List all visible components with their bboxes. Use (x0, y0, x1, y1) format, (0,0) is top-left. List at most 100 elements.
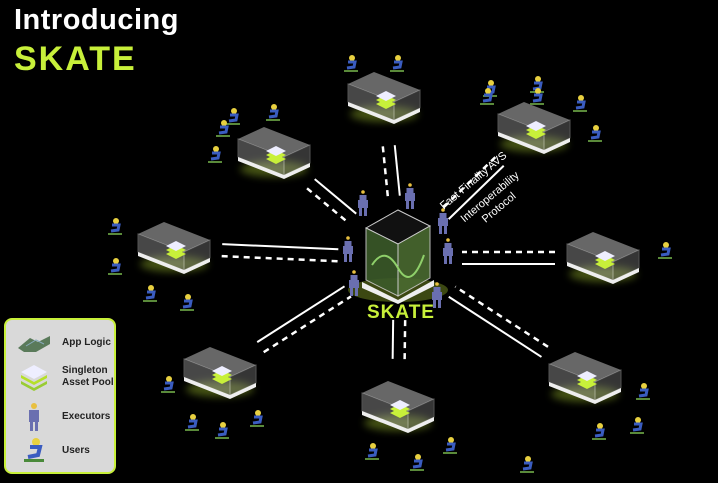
user-board (108, 233, 122, 235)
connection-solid-line (391, 319, 395, 359)
user-body (522, 461, 533, 471)
user-board (573, 110, 587, 112)
user-skater-icon (250, 410, 264, 427)
user-board (480, 103, 494, 105)
user-skater-icon (480, 88, 494, 105)
user-head (221, 120, 227, 126)
executor-body (443, 248, 453, 256)
cube-base (362, 280, 434, 304)
user-board (215, 437, 229, 439)
user-head (593, 125, 599, 131)
user-skater-icon (530, 88, 544, 105)
user-board (636, 398, 650, 400)
user-head (641, 383, 647, 389)
user-board (520, 471, 534, 473)
app-glass-box (237, 127, 311, 179)
legend-item-executors: Executors (14, 402, 110, 432)
executor-leg (438, 300, 441, 308)
app-glass-box (137, 222, 211, 274)
user-head (663, 242, 669, 248)
box-top (138, 222, 210, 252)
executor-head (406, 188, 414, 193)
user-skater-icon (443, 437, 457, 454)
app-logic-wave (371, 254, 425, 278)
user-board (588, 140, 602, 142)
user-skater-icon (390, 55, 404, 72)
user-head (213, 146, 219, 152)
user-body (412, 459, 423, 469)
executor-body (349, 280, 359, 288)
user-skater-icon (226, 108, 240, 125)
user-body (268, 109, 279, 119)
box-base (362, 411, 434, 433)
user-head (271, 104, 277, 110)
executor-leg (350, 288, 353, 296)
user-head (578, 95, 584, 101)
user-board (208, 161, 222, 163)
user-head (415, 454, 421, 460)
executor-head-star (352, 270, 356, 274)
executor-head (433, 287, 441, 292)
user-head (535, 76, 541, 82)
user-head (635, 417, 641, 423)
legend-label: Users (62, 445, 90, 456)
skate-core-cube-icon (348, 209, 448, 304)
user-board (161, 391, 175, 393)
user-board (216, 135, 230, 137)
user-head (166, 376, 172, 382)
executor-body (343, 246, 353, 254)
user-body (638, 388, 649, 398)
executor-leg (344, 254, 347, 262)
executor-head-star (346, 236, 350, 240)
connection-dashed-line (306, 187, 350, 224)
connection-solid-line (256, 285, 346, 343)
user-skater-icon (630, 417, 644, 434)
app-glass-box (183, 347, 257, 399)
user-board (143, 300, 157, 302)
executor-icon (432, 282, 442, 308)
box-base (238, 157, 310, 179)
user-skater-icon (658, 242, 672, 259)
user-head (190, 414, 196, 420)
user-body (532, 93, 543, 103)
user-head (185, 294, 191, 300)
executor-leg (444, 226, 447, 234)
user-skater-icon (520, 456, 534, 473)
user-body (110, 223, 121, 233)
user-head (448, 437, 454, 443)
box-base (567, 262, 639, 284)
user-body (163, 381, 174, 391)
executor-head-star (446, 238, 450, 242)
app-glass-box (548, 352, 622, 404)
user-body (346, 60, 357, 70)
executor-body (432, 292, 442, 300)
app-glass-box (347, 72, 421, 124)
app-glass-box (566, 232, 640, 284)
asset-pool-icon (376, 91, 396, 101)
box-base (549, 382, 621, 404)
user-body (145, 290, 156, 300)
user-head (535, 88, 541, 94)
app-glass-box (497, 102, 571, 154)
connection-solid-line (314, 178, 357, 215)
user-body (482, 93, 493, 103)
box-base (348, 102, 420, 124)
user-skater-icon (592, 423, 606, 440)
executor-head (359, 195, 367, 200)
user-board (658, 257, 672, 259)
user-board (365, 458, 379, 460)
executor-head (439, 213, 447, 218)
box-base (498, 132, 570, 154)
user-body (632, 422, 643, 432)
asset-pool-icon (526, 121, 546, 131)
box-base (138, 252, 210, 274)
user-skater-icon (410, 454, 424, 471)
brand-title: SKATE (14, 40, 137, 78)
connection-dashed-line (403, 320, 407, 360)
user-body (110, 263, 121, 273)
user-board (530, 103, 544, 105)
user-head (597, 423, 603, 429)
user-body (590, 130, 601, 140)
executor-leg (449, 256, 452, 264)
